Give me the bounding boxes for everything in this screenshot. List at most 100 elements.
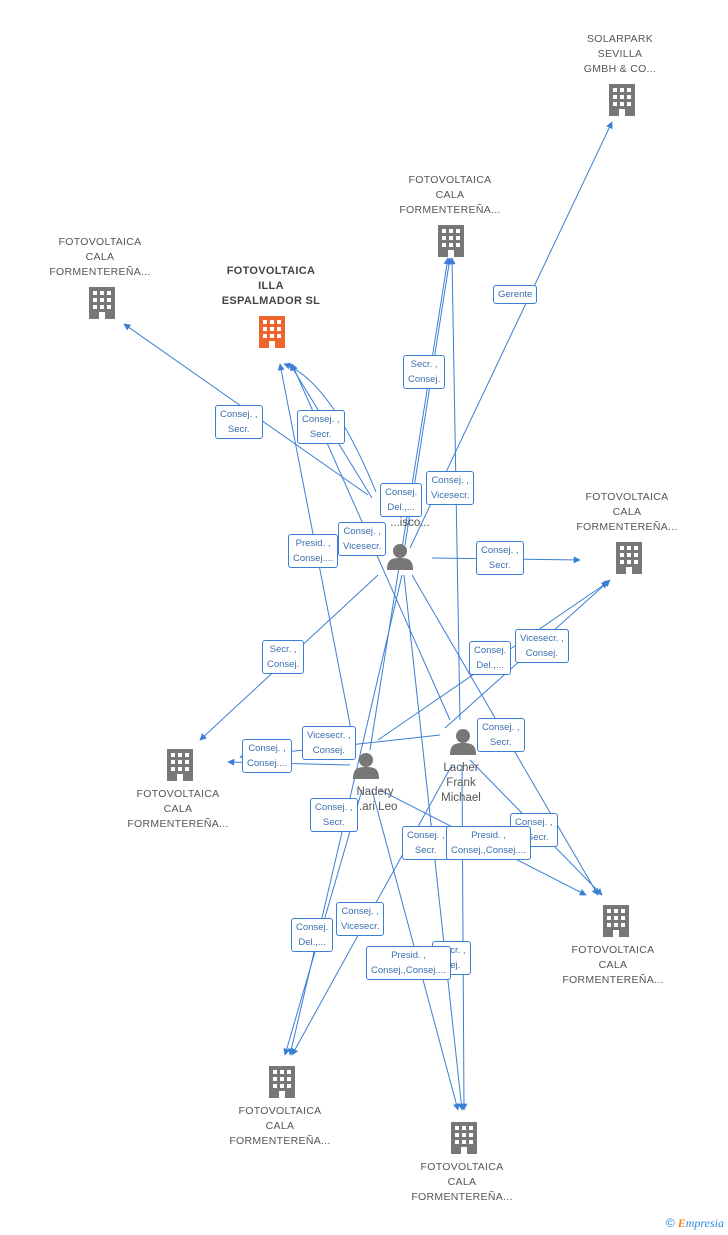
role-box[interactable]: Consej. , Secr. [297,410,345,444]
person-label-francisco[interactable]: ...isco... [355,516,465,531]
role-box[interactable]: Consej. , Secr. [402,826,450,860]
building-icon-main[interactable] [259,316,285,348]
role-line: Consej. [385,487,418,498]
person-label-nadery[interactable]: Nadery ...ari Leo [320,785,430,815]
role-line: Consej. , [220,409,258,420]
role-box[interactable]: Consej. , Vicesecr. [426,471,475,505]
role-line: Consej. [525,648,558,659]
building-icon[interactable] [603,905,629,937]
role-line: ...ej. [442,960,461,971]
person-icon[interactable] [387,544,413,570]
role-box[interactable]: Consej. Del.,... [291,918,334,952]
building-icon[interactable] [616,542,642,574]
company-label-cala-left[interactable]: FOTOVOLTAICA CALA FORMENTEREÑA... [30,235,170,280]
brand-initial: E [677,1216,686,1230]
role-line: Consej. [408,374,441,385]
role-line: ...Secr. [518,832,549,843]
label-line: FORMENTEREÑA... [229,1135,331,1147]
role-line: Consej. [474,645,507,656]
role-line: Consej. , [302,414,340,425]
role-line: Consej. [296,922,329,933]
company-label-illa[interactable]: FOTOVOLTAICA ILLA ESPALMADOR SL [201,264,341,309]
role-line: Secr. , [410,359,438,370]
building-icon[interactable] [438,225,464,257]
role-box[interactable]: Consej. Del.,... [380,483,423,517]
role-line: Vicesecr. [343,541,382,552]
role-box[interactable]: Secr. , Consej. [262,640,305,674]
role-box[interactable]: Consej. , Vicesecr. [338,522,387,556]
company-label-cala-bottom[interactable]: FOTOVOLTAICA CALA FORMENTEREÑA... [392,1160,532,1205]
role-box[interactable]: Secr. , Consej. [403,355,446,389]
role-line: Consej. , [341,906,379,917]
label-line: FOTOVOLTAICA [408,174,492,186]
copyright-icon: © [665,1216,675,1230]
label-line: FOTOVOLTAICA [58,236,142,248]
label-line: CALA [612,506,642,518]
person-icon[interactable] [450,729,476,755]
role-line: Vicesecr. [341,921,380,932]
label-line: FORMENTEREÑA... [399,204,501,216]
role-line: Consej. [267,659,300,670]
label-line: FOTOVOLTAICA [136,788,220,800]
label-line: ...ari Leo [352,801,398,813]
label-line: CALA [265,1120,295,1132]
role-line: Del.,... [387,502,415,513]
role-box[interactable]: Consej. Del.,... [469,641,512,675]
role-box[interactable]: Consej. , Secr. [477,718,525,752]
role-box[interactable]: Consej. , Vicesecr. [336,902,385,936]
company-label-solarpark[interactable]: SOLARPARK SEVILLA GMBH & CO... [550,32,690,77]
empresia-logo[interactable]: © Empresia [666,1216,724,1231]
role-line: Secr. [322,817,345,828]
label-line: CALA [435,189,465,201]
label-line: FOTOVOLTAICA [226,265,316,277]
label-line: FOTOVOLTAICA [420,1161,504,1173]
role-box[interactable]: Gerente [493,285,538,304]
role-box[interactable]: Presid. , Consej.... [288,534,339,568]
role-line: Consej.,Consej.... [371,965,446,976]
role-box[interactable]: Consej. , Secr. [310,798,358,832]
building-icon[interactable] [89,287,115,319]
company-label-cala-right[interactable]: FOTOVOLTAICA CALA FORMENTEREÑA... [557,490,697,535]
role-line: Presid. , [295,538,331,549]
role-box[interactable]: Consej. , Secr. [476,541,524,575]
role-line: ...ecr. , [437,945,466,956]
role-box[interactable]: Presid. , Consej.,Consej.... [366,946,451,980]
role-line: Consej. , [407,830,445,841]
role-line: Gerente [498,289,533,300]
role-box[interactable]: Consej. , Consej.... [242,739,293,773]
role-box[interactable]: Vicesecr. , Consej. [302,726,356,760]
company-label-cala-midleft[interactable]: FOTOVOLTAICA CALA FORMENTEREÑA... [108,787,248,832]
building-icon[interactable] [269,1066,295,1098]
building-icon[interactable] [609,84,635,116]
label-line: FORMENTEREÑA... [49,266,151,278]
role-line: Presid. , [391,950,426,961]
label-line: CALA [447,1176,477,1188]
building-icon[interactable] [167,749,193,781]
brand-name: mpresia [685,1216,724,1230]
company-label-cala-top[interactable]: FOTOVOLTAICA CALA FORMENTEREÑA... [380,173,520,218]
role-line: Secr. [489,737,512,748]
edge [460,764,468,1111]
role-box[interactable]: Consej. , Secr. [215,405,263,439]
label-line: Michael [441,792,481,804]
label-line: ESPALMADOR SL [221,295,321,307]
role-line: Consej.,Consej.... [451,845,526,856]
company-label-cala-bottomleft[interactable]: FOTOVOLTAICA CALA FORMENTEREÑA... [210,1104,350,1149]
company-label-cala-lowright[interactable]: FOTOVOLTAICA CALA FORMENTEREÑA... [543,943,683,988]
label-line: CALA [163,803,193,815]
label-line: FORMENTEREÑA... [562,974,664,986]
person-label-lacher[interactable]: Lacher Frank Michael [406,761,516,806]
role-line: Consej.... [293,553,334,564]
role-line: Secr. [488,560,511,571]
role-line: Consej. , [248,743,286,754]
role-box[interactable]: Vicesecr. , Consej. [515,629,569,663]
role-line: Del.,... [476,660,504,671]
role-line: Vicesecr. [431,490,470,501]
person-icon[interactable] [353,753,379,779]
role-line: Consej. , [481,545,519,556]
label-line: Frank [446,777,476,789]
building-icon[interactable] [451,1122,477,1154]
role-box[interactable]: Presid. , Consej.,Consej.... [446,826,531,860]
label-line: Nadery [356,786,394,798]
